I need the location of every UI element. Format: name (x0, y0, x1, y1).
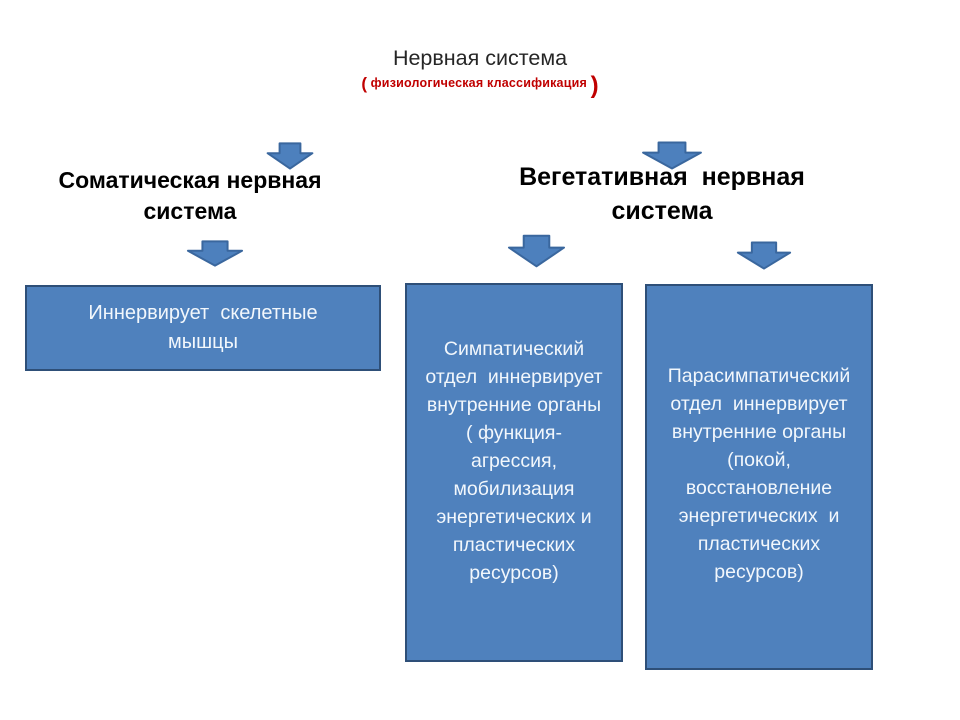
down-arrow-icon (266, 142, 314, 170)
subtitle-text: физиологическая классификация (367, 76, 591, 90)
parasympathetic-function-box: Парасимпатический отдел иннервирует внут… (645, 284, 873, 670)
down-arrow-icon (641, 141, 703, 170)
subtitle-close-paren: ) (590, 72, 599, 99)
somatic-function-box: Иннервирует скелетные мышцы (25, 285, 381, 371)
vegetative-branch-label: Вегетативная нервная система (519, 163, 805, 225)
somatic-branch-label: Соматическая нервная система (58, 167, 322, 224)
parasympathetic-function-text: Парасимпатический отдел иннервирует внут… (667, 365, 851, 583)
page-title: Нервная система (392, 46, 568, 70)
sympathetic-function-box: Симпатический отдел иннервирует внутренн… (405, 283, 623, 662)
somatic-function-text: Иннервирует скелетные мышцы (88, 302, 318, 353)
down-arrow-icon (507, 234, 566, 268)
sympathetic-function-text: Симпатический отдел иннервирует внутренн… (425, 337, 603, 584)
down-arrow-icon (736, 241, 792, 270)
down-arrow-icon (186, 240, 244, 267)
page-subtitle: ( физиологическая классификация ) (0, 72, 960, 99)
subtitle-open-paren: ( (361, 74, 367, 93)
